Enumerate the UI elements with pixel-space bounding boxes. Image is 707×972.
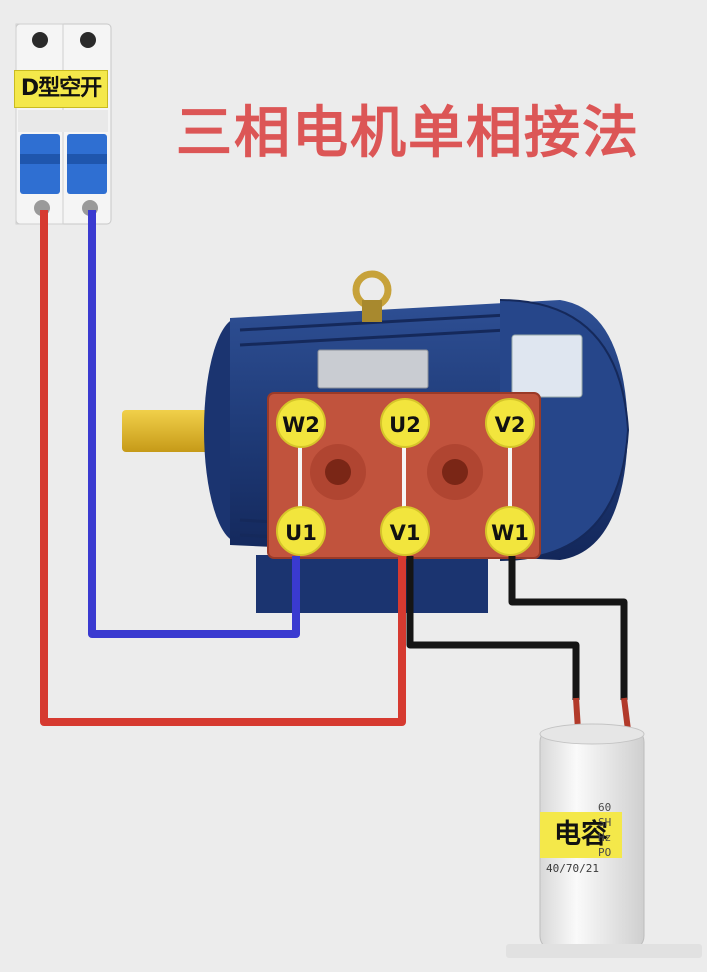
terminal-w2: W2	[276, 398, 326, 448]
breaker-screw-icon	[80, 32, 96, 48]
terminal-w1: W1	[485, 506, 535, 556]
capacitor-code: 60	[598, 801, 612, 814]
capacitor-code: SH	[598, 816, 612, 829]
motor-shaft	[122, 410, 212, 452]
circuit-breaker	[15, 23, 112, 225]
terminal-u1: U1	[276, 506, 326, 556]
red-wire	[40, 210, 406, 726]
blue-wire	[88, 210, 300, 638]
diagram-title: 三相电机单相接法	[176, 101, 640, 166]
capacitor-label: 电容	[540, 812, 622, 858]
black-wire-v1	[406, 556, 580, 700]
capacitor-rating: 40/70/21	[546, 862, 599, 875]
breaker-label: D型空开	[14, 70, 108, 108]
capacitor-code: Hz	[598, 831, 612, 844]
terminal-u2: U2	[380, 398, 430, 448]
capacitor-lead	[621, 697, 631, 731]
motor-nameplate	[511, 334, 583, 398]
capacitor-code: PO	[598, 846, 612, 859]
breaker-screw-icon	[32, 32, 48, 48]
terminal-v1: V1	[380, 506, 430, 556]
terminal-v2: V2	[485, 398, 535, 448]
black-wire-w1	[508, 556, 628, 700]
capacitor-side-codes: 60 SH Hz PO	[598, 800, 638, 860]
motor	[122, 270, 630, 613]
motor-base	[256, 555, 488, 613]
